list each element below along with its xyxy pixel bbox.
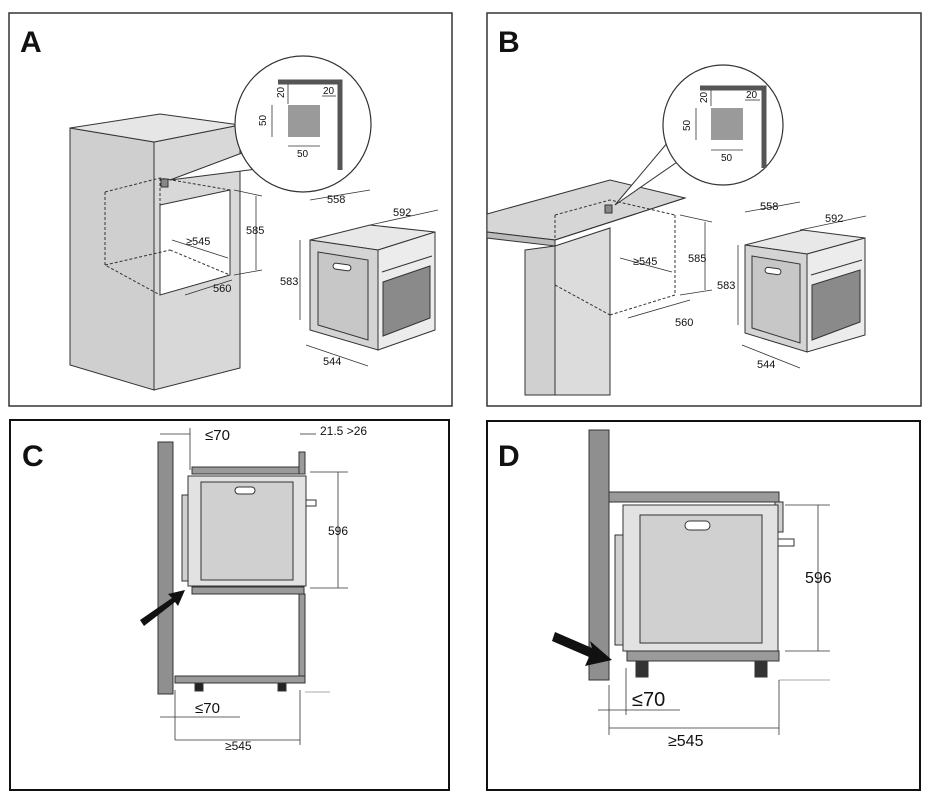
height-c-label: 596 xyxy=(328,524,348,538)
gap-bottom-label: ≤70 xyxy=(195,700,220,717)
inset-b-top-label: 20 xyxy=(699,91,710,103)
oven-section-c xyxy=(181,475,317,587)
niche-a-width-label: 560 xyxy=(213,283,231,295)
oven-b-depth-label: 558 xyxy=(760,201,778,213)
oven-a-width-label: 592 xyxy=(393,207,411,219)
gap-d-label: ≤70 xyxy=(632,689,665,711)
panel-b-letter: B xyxy=(498,26,520,59)
inset-b-bottom-label: 50 xyxy=(721,153,733,164)
dimensions-c xyxy=(160,428,348,745)
oven-dimensions-a xyxy=(299,189,439,367)
dimensions-d xyxy=(598,504,830,735)
niche-b-height-label: 585 xyxy=(688,253,706,265)
inset-a-bottom-label: 50 xyxy=(297,149,309,160)
niche-dimensions-b xyxy=(619,214,713,319)
niche-a-height-label: 585 xyxy=(246,225,264,237)
panel-c-letter: C xyxy=(22,440,44,473)
niche-dimensions-a xyxy=(171,189,263,296)
oven-section-d xyxy=(614,504,795,652)
niche-b-width-label: 560 xyxy=(675,317,693,329)
arrow-icon xyxy=(140,590,185,626)
panel-c: C xyxy=(9,419,450,791)
inset-a-side-label: 50 xyxy=(258,114,269,126)
panel-a-letter: A xyxy=(20,26,42,59)
oven-b-width-label: 592 xyxy=(825,213,843,225)
panel-d: D 596 ≤70 ≥5 xyxy=(486,420,921,791)
panel-d-letter: D xyxy=(498,440,520,473)
oven-dimensions-b xyxy=(737,201,867,369)
tall-cabinet xyxy=(69,113,241,391)
inset-callout-a: 20 20 50 50 xyxy=(169,55,372,193)
oven-a-height-label: 583 xyxy=(280,276,298,288)
inset-a-right-label: 20 xyxy=(323,86,335,97)
arrow-icon xyxy=(552,632,612,666)
oven-b-height-label: 583 xyxy=(717,280,735,292)
niche-a-depth-label: ≥545 xyxy=(186,236,210,248)
oven-b-front-width-label: 544 xyxy=(757,359,775,371)
depth-c-label: ≥545 xyxy=(225,739,252,753)
inset-callout-b: 20 20 50 50 xyxy=(614,64,784,206)
height-d-label: 596 xyxy=(805,570,832,587)
base-cabinet xyxy=(486,179,687,396)
gap-top-label: ≤70 xyxy=(205,427,230,444)
panel-thickness-label: 21.5 >26 xyxy=(320,424,367,438)
oven-a xyxy=(309,224,436,351)
column-section-c xyxy=(157,441,330,695)
inset-b-side-label: 50 xyxy=(682,119,693,131)
oven-b xyxy=(744,229,866,353)
inset-b-right-label: 20 xyxy=(746,90,758,101)
oven-a-depth-label: 558 xyxy=(327,194,345,206)
depth-d-label: ≥545 xyxy=(668,733,704,750)
niche-b-depth-label: ≥545 xyxy=(633,256,657,268)
oven-a-front-width-label: 544 xyxy=(323,356,341,368)
inset-a-top-label: 20 xyxy=(276,86,287,98)
panel-a: A 20 20 xyxy=(8,12,453,407)
panel-b: B 20 20 50 50 xyxy=(486,12,922,407)
